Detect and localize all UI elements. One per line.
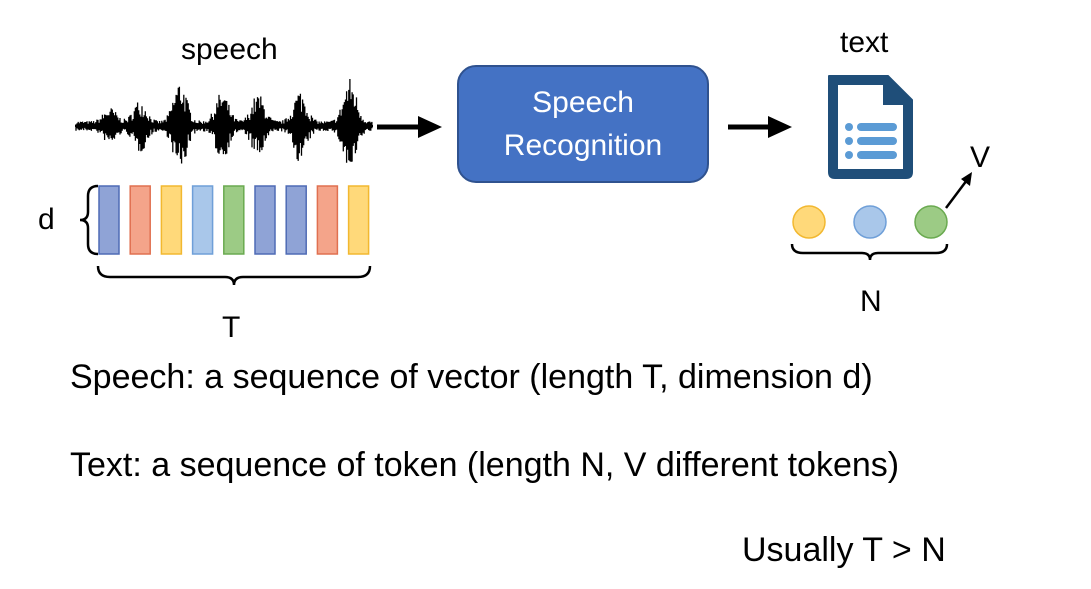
token-circle	[853, 205, 887, 239]
text-label: text	[840, 26, 889, 59]
vocab-arrow	[945, 172, 972, 209]
feature-vector	[223, 185, 245, 255]
length-label-T: T	[222, 311, 241, 344]
feature-vector	[191, 185, 214, 255]
vocab-label-V: V	[970, 141, 991, 174]
feature-vector	[98, 185, 120, 255]
token-circle	[792, 205, 826, 239]
dimension-brace	[79, 184, 99, 256]
token-circle	[914, 205, 948, 239]
speech-label: speech	[181, 33, 278, 66]
feature-vector	[347, 185, 370, 255]
arrow-to-recognition	[377, 116, 442, 138]
feature-vectors	[98, 185, 370, 255]
feature-vector	[254, 185, 276, 255]
length-label-N: N	[860, 285, 882, 318]
tokens	[792, 205, 948, 239]
length-brace-T	[96, 265, 372, 286]
speech-statement: Speech: a sequence of vector (length T, …	[70, 358, 873, 396]
feature-vector	[285, 185, 307, 255]
text-statement: Text: a sequence of token (length N, V d…	[70, 446, 900, 484]
speech-recognition-box	[457, 65, 709, 183]
feature-vector	[316, 185, 339, 255]
dimension-label-d: d	[38, 203, 55, 236]
length-brace-N	[790, 243, 949, 261]
feature-vector	[160, 185, 183, 255]
feature-vector	[129, 185, 151, 255]
note-statement: Usually T > N	[742, 531, 946, 569]
text-document-icon	[828, 75, 913, 179]
speech-waveform-icon	[75, 79, 373, 164]
arrow-to-text	[728, 116, 792, 138]
